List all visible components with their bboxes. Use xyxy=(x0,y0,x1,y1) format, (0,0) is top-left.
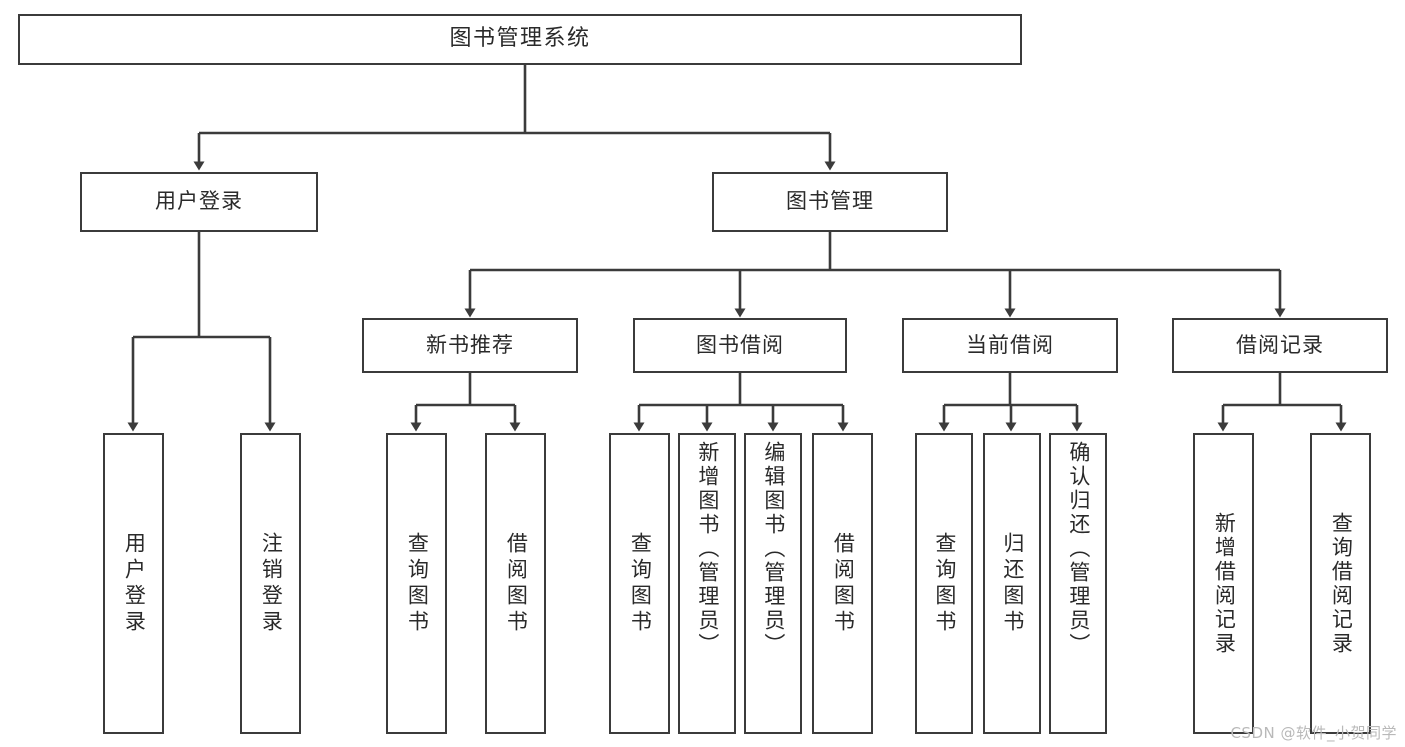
node-label: 图书借阅 xyxy=(696,332,784,357)
node-label: 图书管理系统 xyxy=(449,26,591,52)
node-label: 查询图书 xyxy=(628,531,653,636)
node-new-book-recommend[interactable]: 新书推荐 xyxy=(362,318,578,373)
leaf-user-login-signout[interactable]: 注销登录 xyxy=(240,433,301,734)
node-book-borrow[interactable]: 图书借阅 xyxy=(633,318,847,373)
node-label: 借阅记录 xyxy=(1236,332,1324,357)
node-label: 新增图书（管理员） xyxy=(695,441,720,657)
leaf-borrow-edit-book-admin[interactable]: 编辑图书（管理员） xyxy=(744,433,802,734)
node-current-borrow[interactable]: 当前借阅 xyxy=(902,318,1118,373)
node-root-system[interactable]: 图书管理系统 xyxy=(18,14,1022,65)
node-label: 确认归还（管理员） xyxy=(1066,441,1091,657)
leaf-recommend-query-book[interactable]: 查询图书 xyxy=(386,433,447,734)
leaf-record-query-record[interactable]: 查询借阅记录 xyxy=(1310,433,1371,734)
node-label: 用户登录 xyxy=(122,531,147,636)
node-user-login[interactable]: 用户登录 xyxy=(80,172,318,232)
node-label: 归还图书 xyxy=(1000,531,1025,636)
node-label: 图书管理 xyxy=(786,189,874,214)
node-label: 查询图书 xyxy=(932,531,957,636)
node-label: 借阅图书 xyxy=(831,531,856,636)
leaf-current-confirm-return-admin[interactable]: 确认归还（管理员） xyxy=(1049,433,1107,734)
leaf-user-login-signin[interactable]: 用户登录 xyxy=(103,433,164,734)
node-label: 当前借阅 xyxy=(966,332,1054,357)
node-label: 注销登录 xyxy=(259,531,284,636)
node-label: 新书推荐 xyxy=(426,332,514,357)
leaf-record-add-record[interactable]: 新增借阅记录 xyxy=(1193,433,1254,734)
leaf-borrow-borrow-book[interactable]: 借阅图书 xyxy=(812,433,873,734)
node-label: 查询图书 xyxy=(405,531,430,636)
node-book-management[interactable]: 图书管理 xyxy=(712,172,948,232)
node-label: 编辑图书（管理员） xyxy=(761,441,786,657)
leaf-current-query-book[interactable]: 查询图书 xyxy=(915,433,973,734)
csdn-watermark: CSDN @软件_小贺同学 xyxy=(1230,724,1397,742)
leaf-current-return-book[interactable]: 归还图书 xyxy=(983,433,1041,734)
leaf-borrow-query-book[interactable]: 查询图书 xyxy=(609,433,670,734)
node-label: 借阅图书 xyxy=(504,531,529,636)
node-label: 用户登录 xyxy=(155,189,243,214)
node-borrow-record[interactable]: 借阅记录 xyxy=(1172,318,1388,373)
node-label: 新增借阅记录 xyxy=(1212,511,1237,656)
leaf-recommend-borrow-book[interactable]: 借阅图书 xyxy=(485,433,546,734)
node-label: 查询借阅记录 xyxy=(1329,511,1354,656)
leaf-borrow-add-book-admin[interactable]: 新增图书（管理员） xyxy=(678,433,736,734)
